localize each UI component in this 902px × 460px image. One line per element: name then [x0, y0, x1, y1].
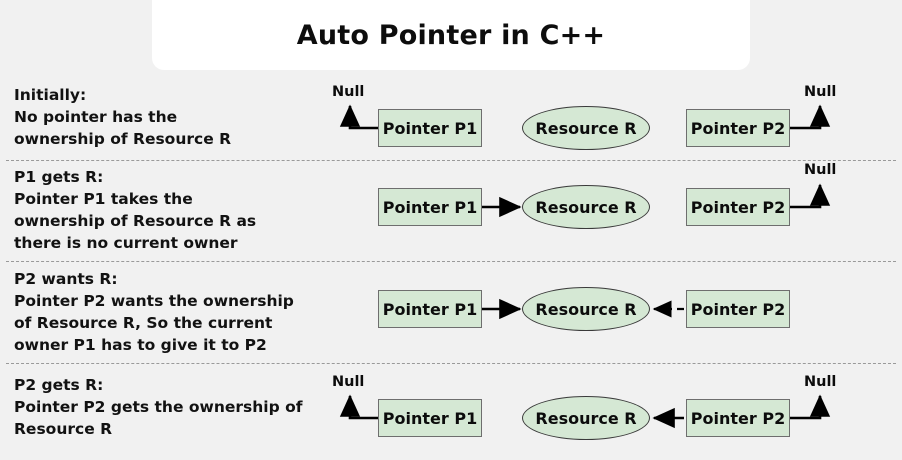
- p2-null-label: Null: [804, 84, 837, 100]
- p1-null-label: Null: [332, 84, 365, 100]
- p2-null-edge: [790, 394, 831, 420]
- step-figure: Null Null Pointer P1 Resource R Pointer …: [330, 84, 902, 156]
- node-resource-r[interactable]: Resource R: [522, 287, 650, 331]
- node-pointer-p2[interactable]: Pointer P2: [686, 109, 790, 147]
- node-resource-r[interactable]: Resource R: [522, 396, 650, 440]
- step-row-p2-wants-r: P2 wants R: Pointer P2 wants the ownersh…: [0, 268, 902, 358]
- step-line: Pointer P2 wants the ownership: [14, 292, 294, 311]
- step-description: Initially: No pointer has the ownership …: [14, 84, 334, 150]
- step-line: of Resource R, So the current: [14, 314, 273, 333]
- p1-null-label: Null: [332, 374, 365, 390]
- p2-null-label: Null: [804, 374, 837, 390]
- step-description: P2 gets R: Pointer P2 gets the ownership…: [14, 374, 334, 440]
- step-heading: P2 wants R:: [14, 270, 118, 288]
- node-pointer-p1[interactable]: Pointer P1: [378, 109, 482, 147]
- row-divider: [6, 363, 896, 364]
- node-pointer-p1[interactable]: Pointer P1: [378, 188, 482, 226]
- step-figure: Pointer P1 Resource R Pointer P2: [330, 268, 902, 358]
- step-figure: Null Pointer P1 Resource R Pointer P2: [330, 162, 902, 256]
- step-row-p2-gets-r: P2 gets R: Pointer P2 gets the ownership…: [0, 374, 902, 460]
- step-description: P2 wants R: Pointer P2 wants the ownersh…: [14, 268, 334, 357]
- step-line: there is no current owner: [14, 234, 238, 253]
- step-line: No pointer has the: [14, 108, 178, 127]
- page-title: Auto Pointer in C++: [296, 19, 606, 51]
- node-pointer-p2[interactable]: Pointer P2: [686, 399, 790, 437]
- step-line: owner P1 has to give it to P2: [14, 336, 267, 355]
- step-line: ownership of Resource R: [14, 130, 232, 149]
- node-pointer-p1[interactable]: Pointer P1: [378, 290, 482, 328]
- step-description: P1 gets R: Pointer P1 takes the ownershi…: [14, 166, 334, 255]
- node-pointer-p2[interactable]: Pointer P2: [686, 290, 790, 328]
- p2-null-edge: [790, 183, 831, 209]
- step-heading: Initially:: [14, 86, 87, 104]
- node-resource-r[interactable]: Resource R: [522, 185, 650, 229]
- step-row-p1-gets-r: P1 gets R: Pointer P1 takes the ownershi…: [0, 162, 902, 256]
- row-divider: [6, 261, 896, 262]
- p2-null-label: Null: [804, 162, 837, 178]
- node-pointer-p2[interactable]: Pointer P2: [686, 188, 790, 226]
- node-pointer-p1[interactable]: Pointer P1: [378, 399, 482, 437]
- p1-null-edge: [339, 394, 378, 420]
- step-line: ownership of Resource R as: [14, 212, 257, 231]
- title-card: Auto Pointer in C++: [152, 0, 750, 70]
- step-line: Resource R: [14, 420, 113, 439]
- step-line: Pointer P2 gets the ownership of: [14, 398, 303, 417]
- node-resource-r[interactable]: Resource R: [522, 106, 650, 150]
- row-divider: [6, 160, 896, 161]
- step-row-initially: Initially: No pointer has the ownership …: [0, 84, 902, 156]
- step-figure: Null Null Pointer P1 Resource R Pointer …: [330, 374, 902, 460]
- step-heading: P1 gets R:: [14, 168, 104, 186]
- p2-null-edge: [790, 104, 831, 130]
- step-heading: P2 gets R:: [14, 376, 104, 394]
- p1-null-edge: [339, 104, 378, 130]
- step-line: Pointer P1 takes the: [14, 190, 193, 209]
